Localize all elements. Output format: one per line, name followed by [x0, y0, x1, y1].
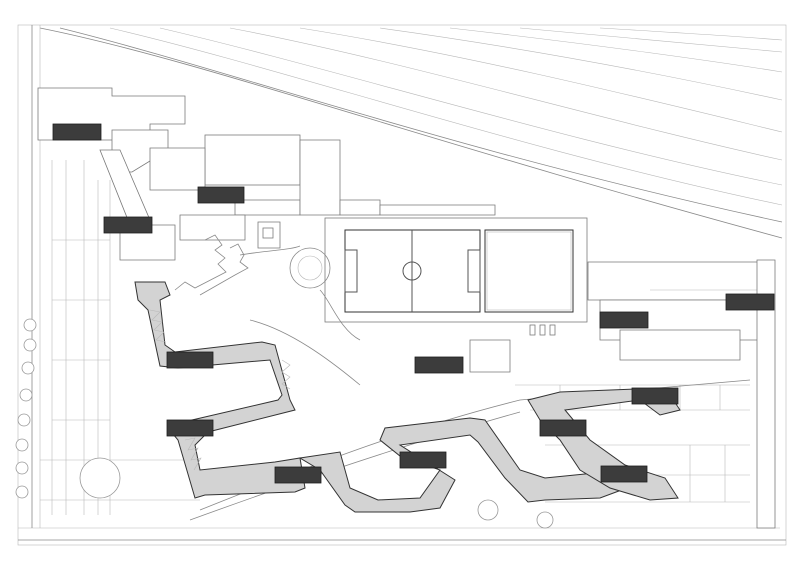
site-boundary	[17, 24, 787, 546]
highlighted-block	[599, 311, 649, 329]
highlighted-block	[539, 419, 587, 437]
highlighted-block	[166, 419, 214, 437]
highlighted-block	[103, 216, 153, 234]
highlighted-blocks	[52, 123, 775, 484]
highlighted-block	[166, 351, 214, 369]
sports-field-secondary	[486, 231, 572, 311]
highlighted-block	[274, 466, 322, 484]
sports-field-complex	[324, 217, 588, 323]
existing-buildings	[37, 87, 496, 261]
highlighted-block	[52, 123, 102, 141]
highlighted-block	[631, 387, 679, 405]
highlighted-block	[600, 465, 648, 483]
wing-facade-detail	[149, 309, 291, 471]
stepped-building	[174, 234, 249, 296]
highlighted-block	[399, 451, 447, 469]
housing-wing-west	[134, 281, 306, 499]
tree-row-west	[15, 318, 121, 499]
highlighted-block	[725, 293, 775, 311]
highlighted-block	[197, 186, 245, 204]
west-road	[31, 25, 200, 528]
railway-tracks	[39, 27, 783, 239]
highlighted-block	[414, 356, 464, 374]
roundabout	[239, 245, 361, 386]
